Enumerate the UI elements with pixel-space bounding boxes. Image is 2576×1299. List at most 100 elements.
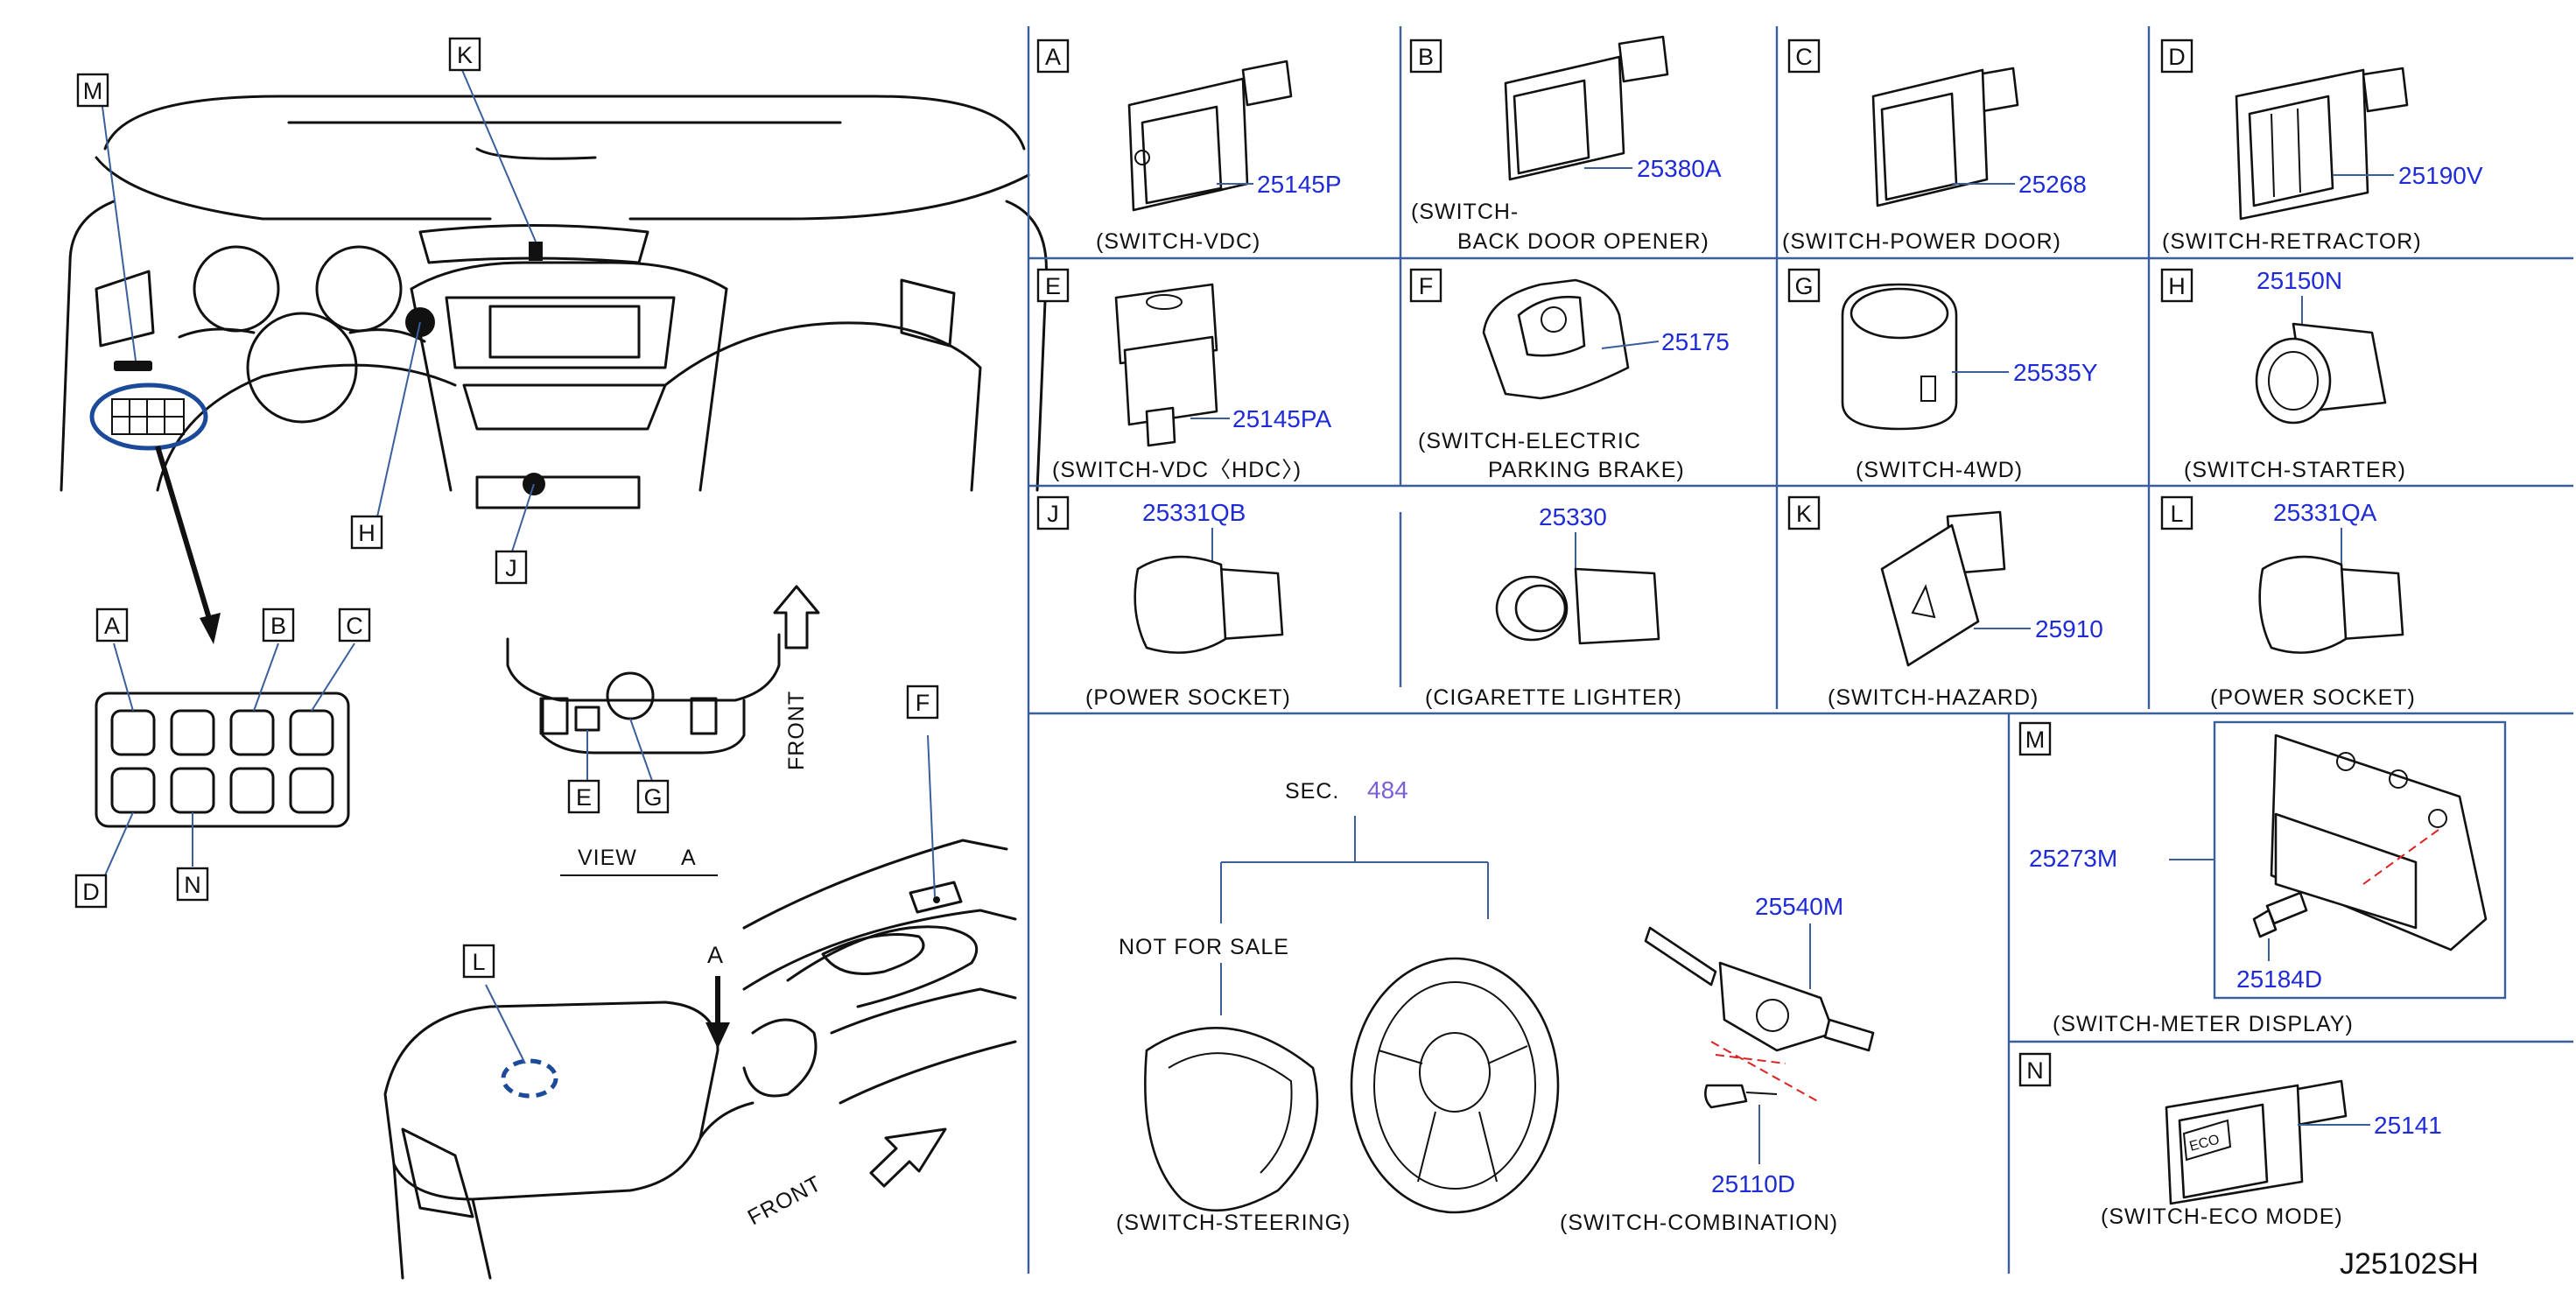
overview-callout-H: H bbox=[350, 515, 383, 550]
console-perspective bbox=[383, 734, 1017, 1280]
console-callout-F: F bbox=[906, 685, 939, 720]
panel-A-letter: A bbox=[1045, 44, 1061, 70]
panel-H: H 25150N (SWITCH-STARTER) bbox=[2160, 267, 2405, 482]
panel-F-part-no: 25175 bbox=[1661, 328, 1730, 355]
panel-E-caption: (SWITCH-VDC〈HDC〉) bbox=[1052, 458, 1302, 482]
bank-callout-D: D bbox=[74, 874, 108, 909]
panel-K-caption: (SWITCH-HAZARD) bbox=[1828, 685, 2039, 710]
panel-B-letter: B bbox=[1418, 44, 1434, 70]
panel-B: B 25380A (SWITCH- BACK DOOR OPENER) bbox=[1409, 35, 1722, 254]
panel-J-letter: J bbox=[1047, 501, 1059, 527]
steering-caption: (SWITCH-STEERING) bbox=[1116, 1211, 1351, 1235]
switch-bank-detail bbox=[95, 642, 355, 876]
bank-callout-A: A bbox=[95, 607, 129, 642]
bank-callout-C: C bbox=[338, 607, 371, 642]
front-arrow-up-icon bbox=[773, 585, 820, 650]
overview-callout-J: J bbox=[495, 550, 528, 585]
panel-N: N ECO 25141 (SWITCH-ECO MODE) bbox=[2018, 1052, 2442, 1229]
meter-display-switch-marker bbox=[114, 361, 152, 371]
panel-M: M 25273M 25184D (SWITCH-METER DISPLAY) bbox=[2018, 720, 2507, 1036]
panel-A-part-no: 25145P bbox=[1257, 171, 1342, 198]
steering-switch-icon bbox=[1144, 1027, 1319, 1212]
vdc-switch-icon bbox=[1127, 60, 1293, 212]
panel-D-part-no: 25190V bbox=[2398, 162, 2483, 189]
switch-bank-highlight bbox=[89, 383, 208, 451]
panel-M-part-no: 25273M bbox=[2029, 845, 2117, 872]
view-arrow-letter: A bbox=[707, 942, 723, 968]
console-callout-L: L bbox=[462, 944, 495, 979]
front-label-diagonal: FRONT bbox=[744, 1171, 826, 1230]
bank-letter-A: A bbox=[104, 613, 120, 639]
front-label-vertical: FRONT bbox=[784, 691, 809, 770]
panel-E-part-no: 25145PA bbox=[1232, 405, 1331, 432]
panel-L: L 25331QA (POWER SOCKET) bbox=[2160, 495, 2416, 710]
bank-letter-B: B bbox=[270, 613, 286, 639]
panel-grid bbox=[1027, 26, 2573, 1274]
panel-K: K 25910 (SWITCH-HAZARD) bbox=[1787, 495, 2103, 710]
view-letter: A bbox=[681, 846, 697, 870]
panel-N-caption: (SWITCH-ECO MODE) bbox=[2101, 1204, 2343, 1229]
console-letter-F: F bbox=[916, 690, 930, 716]
panel-M-letter: M bbox=[2025, 727, 2046, 753]
panel-B-caption-line1: (SWITCH- bbox=[1411, 200, 1519, 224]
panel-C-part-no: 25268 bbox=[2018, 171, 2087, 198]
panel-A-caption: (SWITCH-VDC) bbox=[1096, 229, 1260, 254]
panel-G-part-no: 25535Y bbox=[2013, 359, 2098, 386]
power-socket-l-icon bbox=[2258, 555, 2404, 654]
panel-K-part-no: 25910 bbox=[2035, 615, 2103, 642]
view-label: VIEW bbox=[578, 846, 637, 870]
combination-part-no: 25540M bbox=[1755, 893, 1843, 920]
panel-G-caption: (SWITCH-4WD) bbox=[1856, 458, 2023, 482]
hazard-switch-icon bbox=[1880, 510, 2006, 667]
panel-E-letter: E bbox=[1045, 273, 1061, 299]
panel-G: G 25535Y (SWITCH-4WD) bbox=[1787, 268, 2098, 482]
panel-E: E 25145PA (SWITCH-VDC〈HDC〉) bbox=[1036, 268, 1331, 482]
overview-callout-K: K bbox=[448, 37, 481, 72]
sec-label: SEC. bbox=[1285, 779, 1339, 804]
panel-L-caption: (POWER SOCKET) bbox=[2210, 685, 2416, 710]
callout-letter-M: M bbox=[83, 78, 103, 104]
panel-G-letter: G bbox=[1794, 273, 1813, 299]
view-letter-G: G bbox=[643, 784, 662, 811]
bank-letter-D: D bbox=[82, 879, 100, 905]
screw-icon bbox=[1704, 1084, 1778, 1109]
callout-letter-H: H bbox=[358, 520, 376, 546]
callout-letter-J: J bbox=[505, 555, 517, 581]
panel-M-caption: (SWITCH-METER DISPLAY) bbox=[2053, 1012, 2354, 1036]
panel-C: C 25268 (SWITCH-POWER DOOR) bbox=[1782, 39, 2087, 254]
not-for-sale-label: NOT FOR SALE bbox=[1119, 935, 1289, 959]
diagram-code: J25102SH bbox=[2340, 1247, 2479, 1281]
panel-A: A 25145P (SWITCH-VDC) bbox=[1036, 39, 1342, 254]
combination-switch-icon bbox=[1644, 926, 1875, 1052]
retractor-switch-icon bbox=[2235, 67, 2409, 221]
console-letter-L: L bbox=[472, 949, 485, 975]
panel-M-part-no-2: 25184D bbox=[2236, 965, 2322, 993]
panel-F-caption-line2: PARKING BRAKE) bbox=[1488, 458, 1685, 482]
lighter-caption: (CIGARETTE LIGHTER) bbox=[1425, 685, 1682, 710]
panel-H-part-no: 25150N bbox=[2257, 267, 2342, 294]
bank-callout-N: N bbox=[176, 867, 209, 902]
panel-B-caption-line2: BACK DOOR OPENER) bbox=[1457, 229, 1709, 254]
panel-F-letter: F bbox=[1419, 273, 1434, 299]
meter-display-switch-icon bbox=[2270, 734, 2488, 951]
panel-C-caption: (SWITCH-POWER DOOR) bbox=[1782, 229, 2061, 254]
panel-J: J 25331QB (POWER SOCKET) bbox=[1036, 495, 1290, 710]
panel-C-letter: C bbox=[1795, 44, 1813, 70]
cigarette-lighter-icon bbox=[1495, 567, 1660, 645]
panel-cigarette-lighter: 25330 (CIGARETTE LIGHTER) bbox=[1425, 503, 1682, 710]
screw-part-no: 25110D bbox=[1711, 1170, 1795, 1197]
panel-L-letter: L bbox=[2170, 501, 2183, 527]
lighter-part-no: 25330 bbox=[1539, 503, 1607, 530]
dashboard-overview bbox=[60, 69, 1048, 644]
view-callout-E: E bbox=[567, 779, 600, 814]
starter-switch-icon bbox=[2255, 322, 2387, 425]
vdc-hdc-switch-icon bbox=[1114, 283, 1218, 447]
parking-brake-switch-icon bbox=[1482, 278, 1630, 400]
combination-caption: (SWITCH-COMBINATION) bbox=[1560, 1211, 1838, 1235]
panel-D-letter: D bbox=[2168, 44, 2186, 70]
overview-callout-M: M bbox=[76, 73, 109, 108]
panel-B-part-no: 25380A bbox=[1637, 155, 1722, 182]
panel-K-letter: K bbox=[1796, 501, 1812, 527]
eco-switch-icon: ECO bbox=[2165, 1079, 2348, 1205]
sec-number: 484 bbox=[1367, 776, 1408, 804]
